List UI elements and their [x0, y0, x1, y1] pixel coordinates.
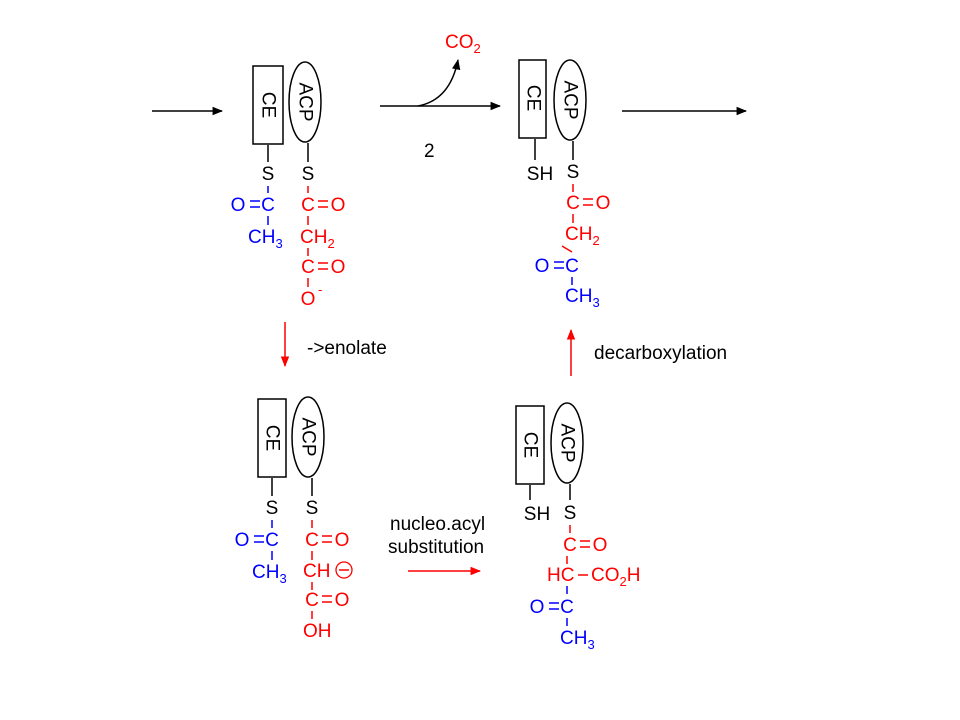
step-number: 2 [424, 141, 435, 162]
acp-sulfur: S [302, 164, 315, 185]
subscript-3: 3 [275, 236, 282, 251]
subscript-3: 3 [279, 571, 286, 586]
malonyl-oxygen-2: O [335, 590, 350, 611]
structure-tetrahedral-intermediate: CE ACP SH S C O HC CO2H O C CH3 [515, 402, 640, 652]
methylene: CH2 [565, 224, 600, 248]
acp-label: ACP [560, 80, 581, 119]
subscript-2: 2 [327, 236, 334, 251]
ce-box [252, 65, 284, 145]
subscript-2: 2 [592, 233, 599, 248]
decarboxylation-label: decarboxylation [594, 343, 727, 364]
thioester-carbon: C [563, 535, 577, 556]
acp-label: ACP [298, 417, 319, 456]
keto-carbon: C [565, 256, 579, 277]
ce-thiol: SH [527, 164, 553, 185]
ce-label: CE [262, 425, 283, 451]
carboxylic-acid: CO2H [591, 565, 640, 589]
ce-sulfur: S [262, 164, 275, 185]
ce-box [515, 405, 545, 485]
carboxylate-oxygen: O [301, 289, 316, 310]
keto-oxygen: O [530, 597, 545, 618]
carbanion-ch: CH [303, 561, 330, 582]
acp-sulfur: S [567, 162, 580, 183]
malonyl-oxygen-2: O [331, 257, 346, 278]
keto-carbon: C [560, 597, 574, 618]
malonyl-carbon-1: C [305, 530, 319, 551]
acetyl-methyl: CH3 [252, 562, 287, 586]
ce-thiol: SH [524, 504, 550, 525]
subscript-3: 3 [592, 295, 599, 310]
acetyl-methyl: CH3 [248, 227, 283, 251]
carbanion-charge-circle [335, 561, 353, 579]
ce-box [257, 398, 287, 478]
malonyl-carbon-2: C [301, 257, 315, 278]
acp-label: ACP [295, 82, 316, 121]
nucleo-acyl-label: nucleo.acyl [390, 514, 485, 535]
structure-enolate: CE ACP S S O C CH3 C O CH C O OH [235, 396, 353, 642]
ce-sulfur: S [266, 498, 279, 519]
malonyl-methylene: CH2 [300, 227, 335, 251]
malonyl-carbon-1: C [301, 195, 315, 216]
thioester-carbon: C [566, 193, 580, 214]
acetyl-oxygen: O [235, 530, 250, 551]
ce-label: CE [520, 432, 541, 458]
acp-ellipse [288, 61, 322, 143]
substitution-label: substitution [388, 537, 484, 558]
alpha-hc: HC [547, 565, 574, 586]
negative-charge: - [318, 282, 322, 297]
structure-acetoacetyl: CE ACP SH S C O CH2 O C CH3 [518, 59, 611, 310]
thioester-oxygen: O [596, 193, 611, 214]
ce-label: CE [523, 85, 544, 111]
acp-ellipse [550, 402, 584, 484]
methyl: CH3 [560, 628, 595, 652]
ce-box [518, 59, 547, 139]
acetyl-oxygen: O [231, 195, 246, 216]
acp-sulfur: S [306, 498, 319, 519]
structure-acetyl-malonyl: CE ACP S S O C CH3 C O CH2 C O O - [231, 61, 346, 310]
subscript-3: 3 [587, 637, 594, 652]
acp-ellipse [291, 396, 325, 478]
acp-ellipse [553, 59, 587, 141]
acetyl-carbon: C [261, 195, 275, 216]
co2-subscript: 2 [474, 41, 481, 56]
co2-label: CO2 [445, 32, 481, 56]
malonyl-carbon-2: C [305, 590, 319, 611]
methyl: CH3 [565, 286, 600, 310]
co2-release-arrow [417, 58, 461, 107]
co2h-subscript: 2 [620, 574, 627, 589]
hydroxyl: OH [303, 621, 332, 642]
malonyl-oxygen-1: O [335, 530, 350, 551]
acp-sulfur: S [564, 503, 577, 524]
ch2-c-bond [561, 245, 573, 253]
acetyl-carbon: C [265, 530, 279, 551]
acp-label: ACP [557, 423, 578, 462]
keto-oxygen: O [535, 256, 550, 277]
malonyl-oxygen-1: O [331, 195, 346, 216]
enolate-label: ->enolate [307, 338, 387, 359]
thioester-oxygen: O [593, 535, 608, 556]
ce-label: CE [258, 92, 279, 118]
